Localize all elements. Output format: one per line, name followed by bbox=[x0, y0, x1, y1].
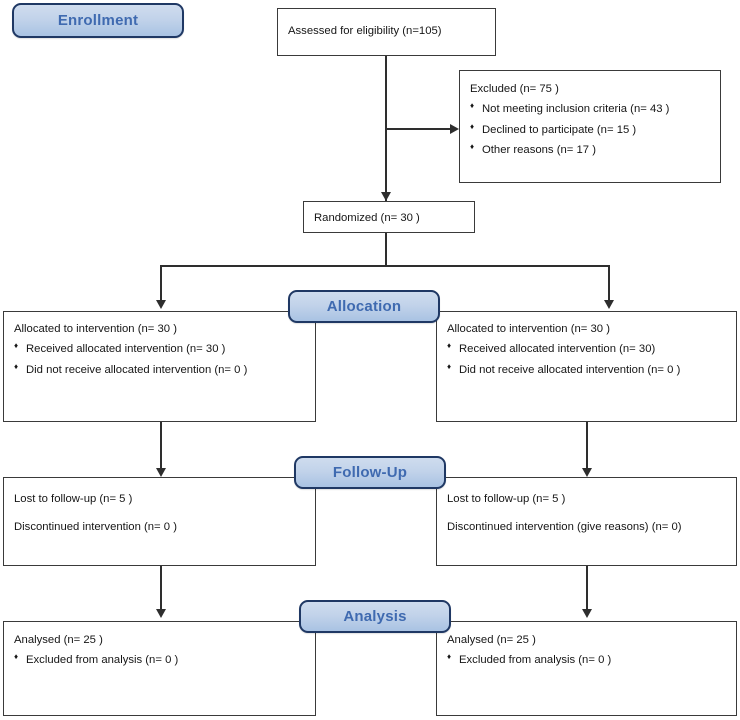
allocation-left-list: Received allocated intervention (n= 30 )… bbox=[14, 341, 309, 378]
connector-randomized-left-drop bbox=[160, 265, 162, 307]
stage-label-analysis-text: Analysis bbox=[343, 608, 407, 625]
analysis-left-box: Analysed (n= 25 ) Excluded from analysis… bbox=[3, 621, 316, 716]
arrow-to-analysis-right bbox=[582, 609, 592, 618]
list-item: Received allocated intervention (n= 30) bbox=[447, 341, 730, 357]
connector-followup-left-to-analysis bbox=[160, 566, 162, 616]
allocation-right-list: Received allocated intervention (n= 30) … bbox=[447, 341, 730, 378]
arrow-to-allocation-right bbox=[604, 300, 614, 309]
allocation-left-heading: Allocated to intervention (n= 30 ) bbox=[14, 323, 177, 335]
list-item: Declined to participate (n= 15 ) bbox=[470, 121, 714, 138]
randomized-text: Randomized (n= 30 ) bbox=[314, 212, 420, 224]
stage-label-followup: Follow-Up bbox=[294, 456, 446, 489]
allocation-right-box: Allocated to intervention (n= 30 ) Recei… bbox=[436, 311, 737, 422]
analysis-right-list: Excluded from analysis (n= 0 ) bbox=[447, 652, 730, 668]
analysis-right-heading: Analysed (n= 25 ) bbox=[447, 634, 536, 646]
analysis-right-box: Analysed (n= 25 ) Excluded from analysis… bbox=[436, 621, 737, 716]
connector-allocation-right-to-followup bbox=[586, 422, 588, 474]
assessed-for-eligibility-box: Assessed for eligibility (n=105) bbox=[277, 8, 496, 56]
excluded-reason-list: Not meeting inclusion criteria (n= 43 ) … bbox=[470, 101, 714, 158]
followup-left-box: Lost to follow-up (n= 5 ) Discontinued i… bbox=[3, 477, 316, 566]
list-item: Excluded from analysis (n= 0 ) bbox=[14, 652, 309, 668]
connector-randomized-split bbox=[160, 265, 610, 267]
arrow-to-analysis-left bbox=[156, 609, 166, 618]
list-item: Excluded from analysis (n= 0 ) bbox=[447, 652, 730, 668]
stage-label-analysis: Analysis bbox=[299, 600, 451, 633]
arrow-to-followup-left bbox=[156, 468, 166, 477]
list-item: Other reasons (n= 17 ) bbox=[470, 142, 714, 158]
connector-allocation-left-to-followup bbox=[160, 422, 162, 474]
stage-label-enrollment: Enrollment bbox=[12, 3, 184, 38]
followup-right-lost: Lost to follow-up (n= 5 ) bbox=[447, 493, 566, 505]
arrow-to-excluded bbox=[450, 124, 459, 134]
followup-right-box: Lost to follow-up (n= 5 ) Discontinued i… bbox=[436, 477, 737, 566]
stage-label-allocation: Allocation bbox=[288, 290, 440, 323]
stage-label-allocation-text: Allocation bbox=[326, 298, 402, 315]
list-item: Did not receive allocated intervention (… bbox=[447, 361, 730, 378]
connector-randomized-stem bbox=[385, 233, 387, 266]
randomized-box: Randomized (n= 30 ) bbox=[303, 201, 475, 233]
connector-followup-right-to-analysis bbox=[586, 566, 588, 616]
assessed-for-eligibility-text: Assessed for eligibility (n=105) bbox=[288, 25, 442, 37]
stage-label-enrollment-text: Enrollment bbox=[57, 12, 139, 29]
stage-label-followup-text: Follow-Up bbox=[332, 464, 408, 481]
followup-left-lost: Lost to follow-up (n= 5 ) bbox=[14, 493, 133, 505]
arrow-to-followup-right bbox=[582, 468, 592, 477]
connector-randomized-right-drop bbox=[608, 265, 610, 307]
followup-left-discontinued: Discontinued intervention (n= 0 ) bbox=[14, 521, 177, 534]
allocation-left-box: Allocated to intervention (n= 30 ) Recei… bbox=[3, 311, 316, 422]
list-item: Received allocated intervention (n= 30 ) bbox=[14, 341, 309, 357]
list-item: Did not receive allocated intervention (… bbox=[14, 361, 309, 378]
analysis-left-list: Excluded from analysis (n= 0 ) bbox=[14, 652, 309, 668]
followup-right-discontinued: Discontinued intervention (give reasons)… bbox=[447, 521, 682, 534]
connector-to-excluded bbox=[386, 128, 452, 130]
list-item: Not meeting inclusion criteria (n= 43 ) bbox=[470, 101, 714, 117]
arrow-to-allocation-left bbox=[156, 300, 166, 309]
allocation-right-heading: Allocated to intervention (n= 30 ) bbox=[447, 323, 610, 335]
arrow-assessed-to-randomized bbox=[381, 192, 391, 201]
excluded-heading: Excluded (n= 75 ) bbox=[470, 83, 559, 95]
analysis-left-heading: Analysed (n= 25 ) bbox=[14, 634, 103, 646]
excluded-box: Excluded (n= 75 ) Not meeting inclusion … bbox=[459, 70, 721, 183]
